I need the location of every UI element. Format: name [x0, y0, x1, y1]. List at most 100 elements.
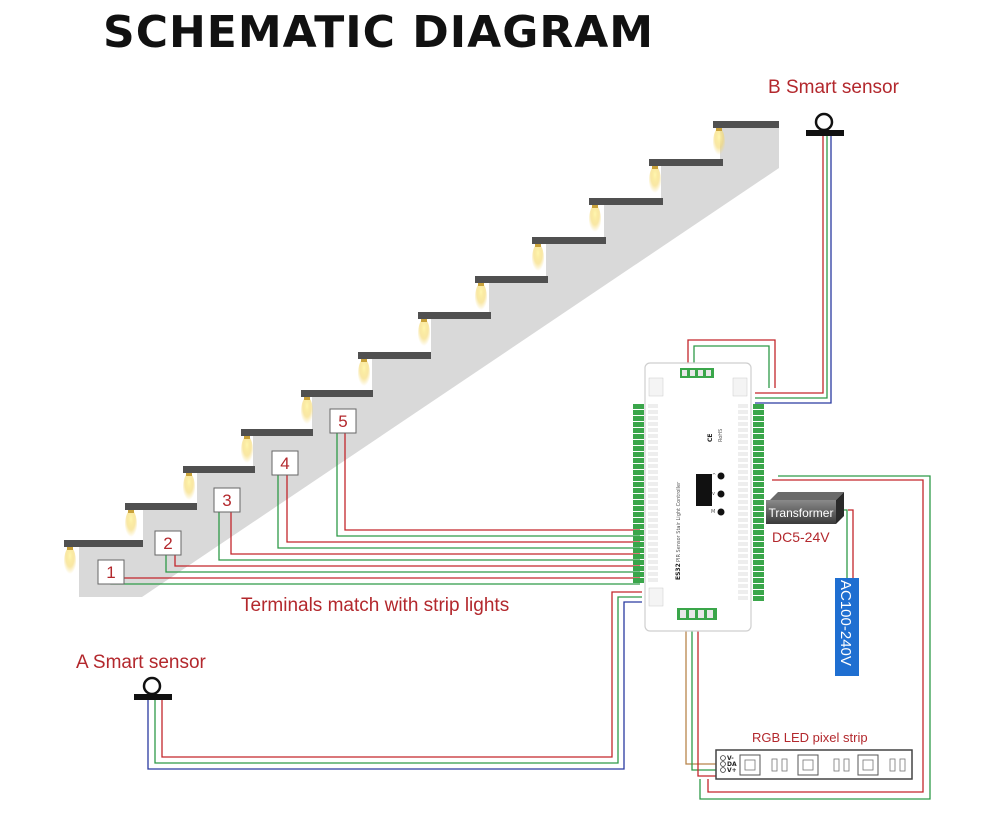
up-button[interactable] — [717, 472, 725, 480]
mode-button[interactable] — [717, 508, 725, 516]
strip-light-icon — [589, 205, 601, 235]
terminal-pin — [753, 542, 764, 547]
terminal-pin — [633, 458, 644, 463]
terminal-pin — [753, 506, 764, 511]
strip-light-icon — [418, 319, 430, 349]
terminal-pin — [633, 536, 644, 541]
terminal-pin — [753, 470, 764, 475]
terminal-pin — [753, 410, 764, 415]
resistor-icon — [781, 758, 788, 772]
strip-light-icon — [475, 283, 487, 313]
sensor-wires — [147, 136, 832, 770]
terminal-pin — [633, 476, 644, 481]
terminal-pin — [753, 434, 764, 439]
terminal-pin — [633, 452, 644, 457]
stair-tread — [713, 121, 779, 128]
stair-tread — [649, 159, 723, 166]
terminal-pin — [753, 536, 764, 541]
terminal-pin — [633, 506, 644, 511]
strip-light-icon — [713, 128, 725, 158]
led-display — [696, 474, 712, 506]
mains-box: AC100-240V — [835, 578, 859, 676]
strip-light-icon — [301, 397, 313, 427]
resistor-icon — [833, 758, 840, 772]
sensor-connector-top — [680, 368, 714, 378]
terminal-block-right — [738, 404, 764, 601]
terminal-pin — [633, 482, 644, 487]
strip-light-icon — [64, 547, 76, 577]
sensor-a-label: A Smart sensor — [76, 652, 207, 673]
terminal-pin — [753, 494, 764, 499]
sensor-icon — [806, 112, 844, 136]
terminal-pin — [753, 464, 764, 469]
terminal-pin — [633, 470, 644, 475]
svg-text:^: ^ — [712, 473, 716, 479]
stair-tread — [418, 312, 491, 319]
strip-light-icon — [125, 510, 137, 540]
terminal-pin — [753, 530, 764, 535]
resistor-icon — [889, 758, 896, 772]
strip-light-icon — [649, 166, 661, 196]
svg-text:5: 5 — [338, 412, 347, 431]
pin-v-minus: V- — [727, 755, 734, 762]
rohs-mark: RoHS — [718, 429, 724, 442]
terminal-pin — [633, 500, 644, 505]
terminal-pin — [633, 434, 644, 439]
terminal-pin — [633, 548, 644, 553]
transformer-label: Transformer — [769, 506, 834, 520]
terminal-pin — [753, 446, 764, 451]
svg-text:v: v — [712, 491, 715, 497]
strip-light-icon — [241, 436, 253, 466]
mains-label: AC100-240V — [837, 580, 854, 666]
terminal-pin — [753, 500, 764, 505]
svg-text:3: 3 — [222, 491, 231, 510]
terminal-pin — [633, 464, 644, 469]
terminal-pin — [753, 566, 764, 571]
terminal-pin — [753, 488, 764, 493]
terminal-pin — [753, 416, 764, 421]
strip-light-icon — [532, 244, 544, 274]
terminal-pin — [753, 482, 764, 487]
stair-tread — [589, 198, 663, 205]
stair-tread — [301, 390, 373, 397]
led-chip-icon — [857, 754, 879, 776]
terminal-pin — [753, 458, 764, 463]
terminal-pin — [753, 440, 764, 445]
terminal-pin — [753, 404, 764, 409]
terminal-pin — [633, 428, 644, 433]
led-chip-icon — [739, 754, 761, 776]
strip-light-icon — [358, 359, 370, 389]
terminal-pin — [753, 524, 764, 529]
stair-tread — [241, 429, 313, 436]
terminal-pin — [753, 578, 764, 583]
step-number-3: 3 — [213, 487, 241, 513]
strip-label: RGB LED pixel strip — [752, 730, 868, 745]
terminal-pin — [753, 596, 764, 601]
resistor-icon — [771, 758, 778, 772]
step-number-1: 1 — [97, 559, 125, 585]
terminal-pin — [753, 422, 764, 427]
terminal-pin — [753, 428, 764, 433]
terminal-pin — [753, 452, 764, 457]
strip-light-icon — [183, 473, 195, 503]
step-number-4: 4 — [271, 450, 299, 476]
sensor-b-label: B Smart sensor — [768, 77, 900, 98]
step-number-5: 5 — [329, 408, 357, 434]
terminal-pin — [753, 560, 764, 565]
step-number-boxes: 1 2 3 4 5 — [97, 408, 357, 585]
terminal-block-left — [633, 404, 658, 583]
stair-tread — [358, 352, 431, 359]
terminal-pin — [633, 542, 644, 547]
terminal-pin — [753, 584, 764, 589]
terminal-pin — [633, 488, 644, 493]
resistor-icon — [899, 758, 906, 772]
terminal-pin — [753, 590, 764, 595]
terminal-pin — [753, 548, 764, 553]
sensor-icon — [134, 676, 172, 700]
down-button[interactable] — [717, 490, 725, 498]
terminal-pin — [633, 446, 644, 451]
svg-text:1: 1 — [106, 563, 115, 582]
controller-product: PIR Sensor Stair Light Controller — [676, 481, 682, 562]
led-chip-icon — [797, 754, 819, 776]
stair-tread — [475, 276, 548, 283]
